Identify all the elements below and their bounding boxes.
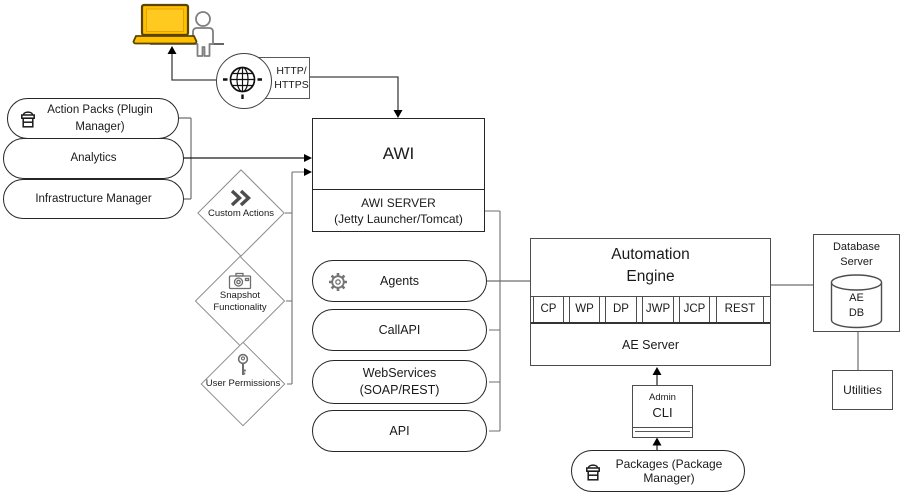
ae-db-line1: AE <box>849 292 864 304</box>
laptop-icon <box>132 3 198 45</box>
awi-server-sublabel: (Jetty Launcher/Tomcat) <box>334 212 463 226</box>
user-laptop-icon <box>132 3 214 57</box>
key-icon <box>237 353 249 375</box>
packages-label: Packages (Package Manager) <box>615 457 723 485</box>
utilities-node: Utilities <box>832 370 893 410</box>
db-title-line1: Database <box>832 241 881 253</box>
automation-engine-title: Automation Engine <box>531 244 770 289</box>
package-icon <box>21 111 35 128</box>
process-jcp: JCP <box>679 297 710 322</box>
ae-process-row: CP WP DP JWP JCP REST <box>531 296 770 324</box>
awi-server-section: AWI SERVER (Jetty Launcher/Tomcat) <box>313 191 484 231</box>
ae-db-line2: DB <box>848 306 865 319</box>
interface-api-label: API <box>389 424 410 438</box>
arrowhead-down <box>393 110 403 118</box>
package-icon-2 <box>586 464 600 481</box>
ae-db-label: AE DB <box>830 291 883 321</box>
http-label-line2: HTTPS <box>274 79 309 91</box>
features-bracket <box>285 171 304 385</box>
http-to-awi-line <box>310 76 399 111</box>
arrowhead-up-3 <box>652 437 662 446</box>
database-server-node: Database Server AE DB <box>813 234 900 332</box>
gear-icon <box>329 273 347 291</box>
ae-server-label: AE Server <box>622 337 679 352</box>
arrowhead-right <box>304 154 312 162</box>
module-infrastructure-manager: Infrastructure Manager <box>3 179 184 219</box>
interfaces-bracket <box>485 210 501 432</box>
internet-to-user-line <box>171 53 216 81</box>
cli-base-line <box>635 431 690 432</box>
process-jwp: JWP <box>642 297 674 322</box>
module-action-packs-label: Action Packs (Plugin Manager) <box>47 104 153 133</box>
arrowhead-right-2 <box>304 168 312 176</box>
ae-title-line1: Automation <box>611 246 690 263</box>
interface-webservices: WebServices (SOAP/REST) <box>312 360 487 404</box>
interface-agents: Agents <box>312 260 487 302</box>
interface-callapi-label: CallAPI <box>378 323 421 337</box>
packages-node: Packages (Package Manager) <box>571 450 745 492</box>
globe-icon <box>223 66 262 99</box>
db-title-line2: Server <box>840 255 873 268</box>
arrowhead-up <box>167 46 177 54</box>
awi-server-label: AWI SERVER <box>361 195 436 210</box>
process-wp: WP <box>569 297 600 322</box>
database-server-title: Database Server <box>814 240 899 270</box>
interface-api: API <box>312 410 487 452</box>
http-label-line1: HTTP/ <box>276 64 307 77</box>
admin-label: Admin <box>649 392 676 403</box>
camera-icon <box>228 272 252 290</box>
feature-permissions-label: User Permissions <box>205 378 281 389</box>
feature-snapshot: Snapshot Functionality <box>207 272 273 334</box>
interface-webservices-label: WebServices (SOAP/REST) <box>359 366 440 397</box>
person-icon <box>192 11 214 57</box>
process-cp: CP <box>533 297 564 322</box>
awi-node: AWI AWI SERVER (Jetty Launcher/Tomcat) <box>312 118 485 232</box>
module-infrastructure-label: Infrastructure Manager <box>35 192 152 205</box>
module-analytics-label: Analytics <box>70 152 117 165</box>
cli-label: CLI <box>652 405 673 420</box>
database-cylinder-icon <box>830 274 883 329</box>
feature-permissions: User Permissions <box>198 353 288 413</box>
process-rest: REST <box>716 297 764 322</box>
utilities-label: Utilities <box>843 383 882 397</box>
interface-agents-label: Agents <box>380 274 419 288</box>
internet-globe-node <box>216 53 272 109</box>
cli-base-bar <box>633 427 692 437</box>
feature-custom-actions: Custom Actions <box>201 188 281 240</box>
automation-engine-node: Automation Engine CP WP DP JWP JCP REST … <box>530 238 771 366</box>
arrowhead-up-2 <box>652 367 662 375</box>
admin-cli-node: Admin CLI <box>632 385 693 438</box>
feature-custom-actions-label: Custom Actions <box>208 208 274 219</box>
awi-title: AWI <box>313 119 484 190</box>
ae-title-line2: Engine <box>626 268 675 286</box>
double-chevron-icon <box>230 189 251 207</box>
process-dp: DP <box>605 297 637 322</box>
module-analytics: Analytics <box>3 138 184 179</box>
interface-callapi: CallAPI <box>312 309 487 351</box>
feature-snapshot-label: Snapshot Functionality <box>213 290 267 313</box>
module-action-packs: Action Packs (Plugin Manager) <box>7 98 179 139</box>
